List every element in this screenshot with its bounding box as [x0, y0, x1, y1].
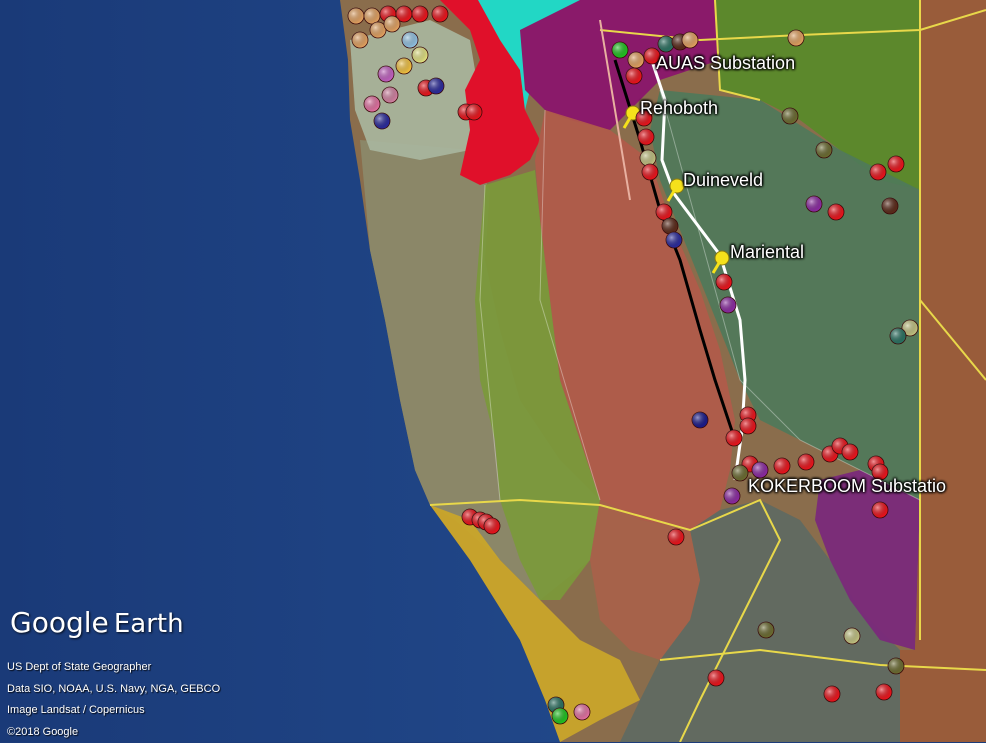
map-marker-highlight — [626, 68, 642, 84]
map-marker-highlight — [888, 156, 904, 172]
map-marker-highlight — [642, 164, 658, 180]
map-marker-highlight — [364, 8, 380, 24]
map-marker-highlight — [396, 58, 412, 74]
map-marker-highlight — [816, 142, 832, 158]
credit-line: Data SIO, NOAA, U.S. Navy, NGA, GEBCO — [7, 679, 220, 701]
map-marker-highlight — [370, 22, 386, 38]
map-marker-highlight — [824, 686, 840, 702]
label-kokerboom-substation: KOKERBOOM Substatio — [748, 476, 946, 497]
credit-line: US Dept of State Geographer — [7, 657, 220, 679]
map-marker-highlight — [374, 113, 390, 129]
map-marker-highlight — [484, 518, 500, 534]
map-marker-highlight — [364, 96, 380, 112]
map-marker-highlight — [726, 430, 742, 446]
map-marker-highlight — [628, 52, 644, 68]
map-marker-highlight — [720, 297, 736, 313]
map-marker-highlight — [888, 658, 904, 674]
map-marker-highlight — [412, 47, 428, 63]
map-marker-highlight — [552, 708, 568, 724]
map-marker-highlight — [656, 204, 672, 220]
map-marker-highlight — [412, 6, 428, 22]
map-marker-highlight — [574, 704, 590, 720]
map-marker-highlight — [732, 465, 748, 481]
map-marker-highlight — [378, 66, 394, 82]
map-marker-highlight — [612, 42, 628, 58]
map-marker-highlight — [348, 8, 364, 24]
google-wordmark: Google — [10, 606, 109, 639]
map-marker-highlight — [352, 32, 368, 48]
map-marker-highlight — [428, 78, 444, 94]
map-marker-highlight — [740, 418, 756, 434]
map-marker-highlight — [758, 622, 774, 638]
map-marker-highlight — [782, 108, 798, 124]
map-marker-highlight — [666, 232, 682, 248]
map-marker-highlight — [708, 670, 724, 686]
map-marker-highlight — [870, 164, 886, 180]
map-marker-highlight — [682, 32, 698, 48]
map-marker-highlight — [828, 204, 844, 220]
map-marker-highlight — [384, 16, 400, 32]
map-marker-highlight — [466, 104, 482, 120]
map-marker-highlight — [432, 6, 448, 22]
map-marker-highlight — [876, 684, 892, 700]
map-marker-highlight — [658, 36, 674, 52]
google-earth-logo: Google Earth — [10, 606, 184, 639]
earth-wordmark: Earth — [114, 609, 184, 639]
map-marker-highlight — [842, 444, 858, 460]
map-marker-highlight — [662, 218, 678, 234]
attribution-credits: US Dept of State Geographer Data SIO, NO… — [7, 657, 220, 743]
map-marker-highlight — [806, 196, 822, 212]
map-marker-highlight — [798, 454, 814, 470]
map-marker-highlight — [382, 87, 398, 103]
map-marker-highlight — [872, 502, 888, 518]
map-marker-highlight — [692, 412, 708, 428]
credit-line: Image Landsat / Copernicus — [7, 700, 220, 722]
map-marker-highlight — [402, 32, 418, 48]
label-rehoboth: Rehoboth — [640, 98, 718, 119]
map-marker-highlight — [774, 458, 790, 474]
map-marker-highlight — [640, 150, 656, 166]
credit-line: ©2018 Google — [7, 722, 220, 743]
map-marker-highlight — [716, 274, 732, 290]
map-marker-highlight — [638, 129, 654, 145]
map-marker-highlight — [724, 488, 740, 504]
map-marker-highlight — [882, 198, 898, 214]
map-marker-highlight — [890, 328, 906, 344]
map-marker-highlight — [668, 529, 684, 545]
label-auas-substation: AUAS Substation — [656, 53, 795, 74]
label-mariental: Mariental — [730, 242, 804, 263]
map-marker-highlight — [844, 628, 860, 644]
label-duineveld: Duineveld — [683, 170, 763, 191]
map-marker-highlight — [788, 30, 804, 46]
